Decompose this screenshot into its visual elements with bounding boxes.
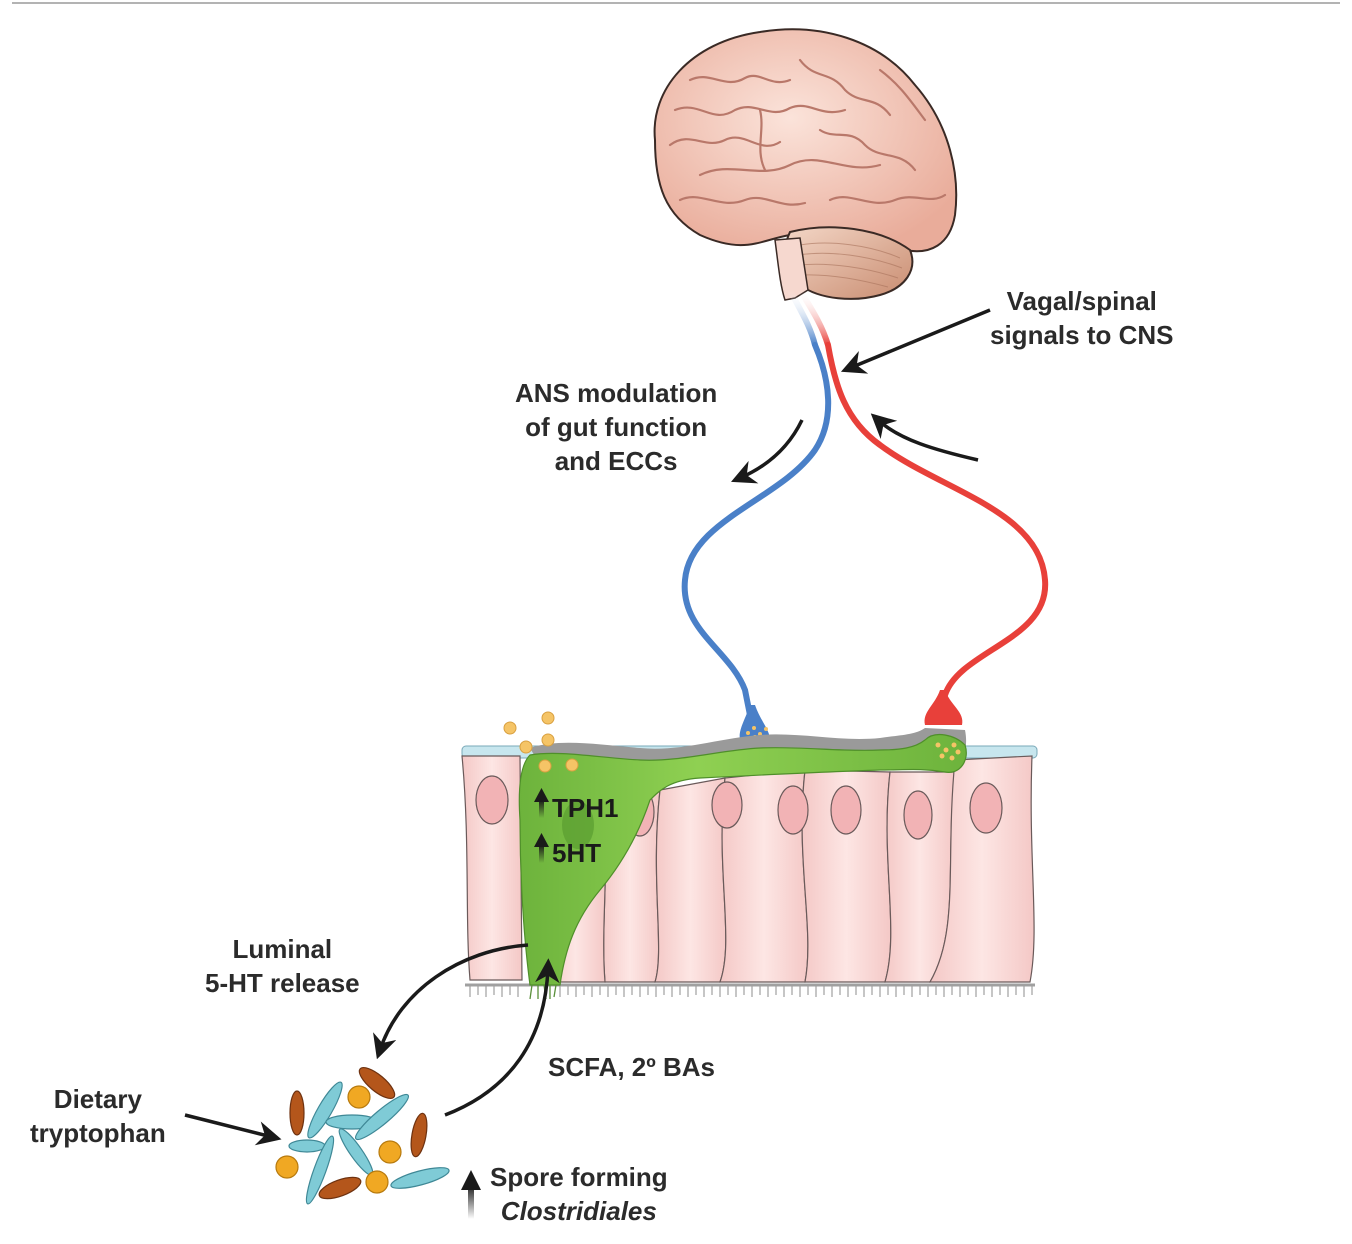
- label-luminal-5ht-release: Luminal 5-HT release: [205, 932, 360, 1000]
- label-scfa-bas: SCFA, 2º BAs: [548, 1052, 715, 1082]
- bacterium-coccus-orange: [365, 1170, 389, 1194]
- top-divider: [12, 2, 1340, 4]
- serotonin-granules: [503, 711, 579, 773]
- bacterium-rod-brown: [318, 1176, 362, 1200]
- afferent-nerve-terminal: [924, 690, 963, 725]
- label-ans-modulation: ANS modulation of gut function and ECCs: [515, 376, 717, 478]
- brain-illustration: [653, 28, 958, 301]
- efferent-nerve-blue: [681, 342, 832, 718]
- cerebellum-striations: [797, 242, 903, 288]
- enterocytes: [461, 755, 1035, 983]
- label-line: signals to CNS: [990, 320, 1174, 350]
- afferent-direction-arrow: [870, 413, 979, 462]
- bacterium-rod-blue: [390, 1167, 450, 1189]
- ecc-terminal-granules: [935, 742, 961, 761]
- afferent-nerve-red: [825, 342, 1049, 713]
- label-5ht: 5HT: [552, 838, 602, 868]
- ecc-basal-bristles: [529, 984, 557, 1000]
- ecc-nucleus: [562, 801, 594, 849]
- bacterium-coccus-orange: [347, 1085, 371, 1109]
- gut-microbiota-cluster: [275, 1066, 450, 1205]
- cerebrum: [653, 28, 958, 253]
- scfa-arrow: [444, 958, 560, 1117]
- label-spore-forming-clostridiales: Spore forming Clostridiales: [490, 1160, 668, 1228]
- bacterium-rod-blue: [307, 1081, 343, 1139]
- bacterium-coccus-orange: [378, 1140, 402, 1164]
- label-vagal-spinal-signals: Vagal/spinal signals to CNS: [990, 284, 1173, 352]
- label-line: Clostridiales: [500, 1196, 657, 1226]
- label-line: tryptophan: [30, 1118, 166, 1148]
- label-line: ANS modulation: [515, 378, 718, 408]
- label-line: Vagal/spinal: [1006, 286, 1157, 316]
- afferent-nerve-stem: [797, 288, 831, 346]
- label-line: Luminal: [232, 934, 333, 964]
- label-line: Dietary: [53, 1084, 142, 1114]
- bacterium-rod-brown: [289, 1090, 305, 1136]
- 5ht-up-arrow-icon: [534, 833, 549, 863]
- dietary-tryptophan-arrow: [184, 1113, 282, 1146]
- label-tph1: TPH1: [552, 793, 619, 823]
- label-line: 5-HT release: [205, 968, 360, 998]
- vagal-signal-arrow: [840, 308, 991, 374]
- brain-sulci: [668, 58, 947, 206]
- bacterium-rod-blue: [305, 1135, 335, 1205]
- bacterium-rod-brown: [410, 1112, 428, 1158]
- ans-modulation-arrow: [731, 419, 804, 484]
- label-dietary-tryptophan: Dietary tryptophan: [30, 1082, 166, 1150]
- efferent-nerve-stem: [787, 288, 818, 346]
- label-line: Spore forming: [490, 1162, 668, 1192]
- bacterium-rod-blue: [288, 1139, 326, 1153]
- label-line: and ECCs: [554, 446, 678, 476]
- bacterium-rod-blue: [354, 1093, 410, 1141]
- label-line: of gut function: [525, 412, 708, 442]
- luminal-release-arrow: [373, 943, 529, 1060]
- tph1-up-arrow-icon: [534, 788, 549, 818]
- bacterium-coccus-orange: [275, 1155, 299, 1179]
- bacterium-rod-brown: [358, 1066, 396, 1100]
- spore-up-arrow-icon: [461, 1170, 481, 1219]
